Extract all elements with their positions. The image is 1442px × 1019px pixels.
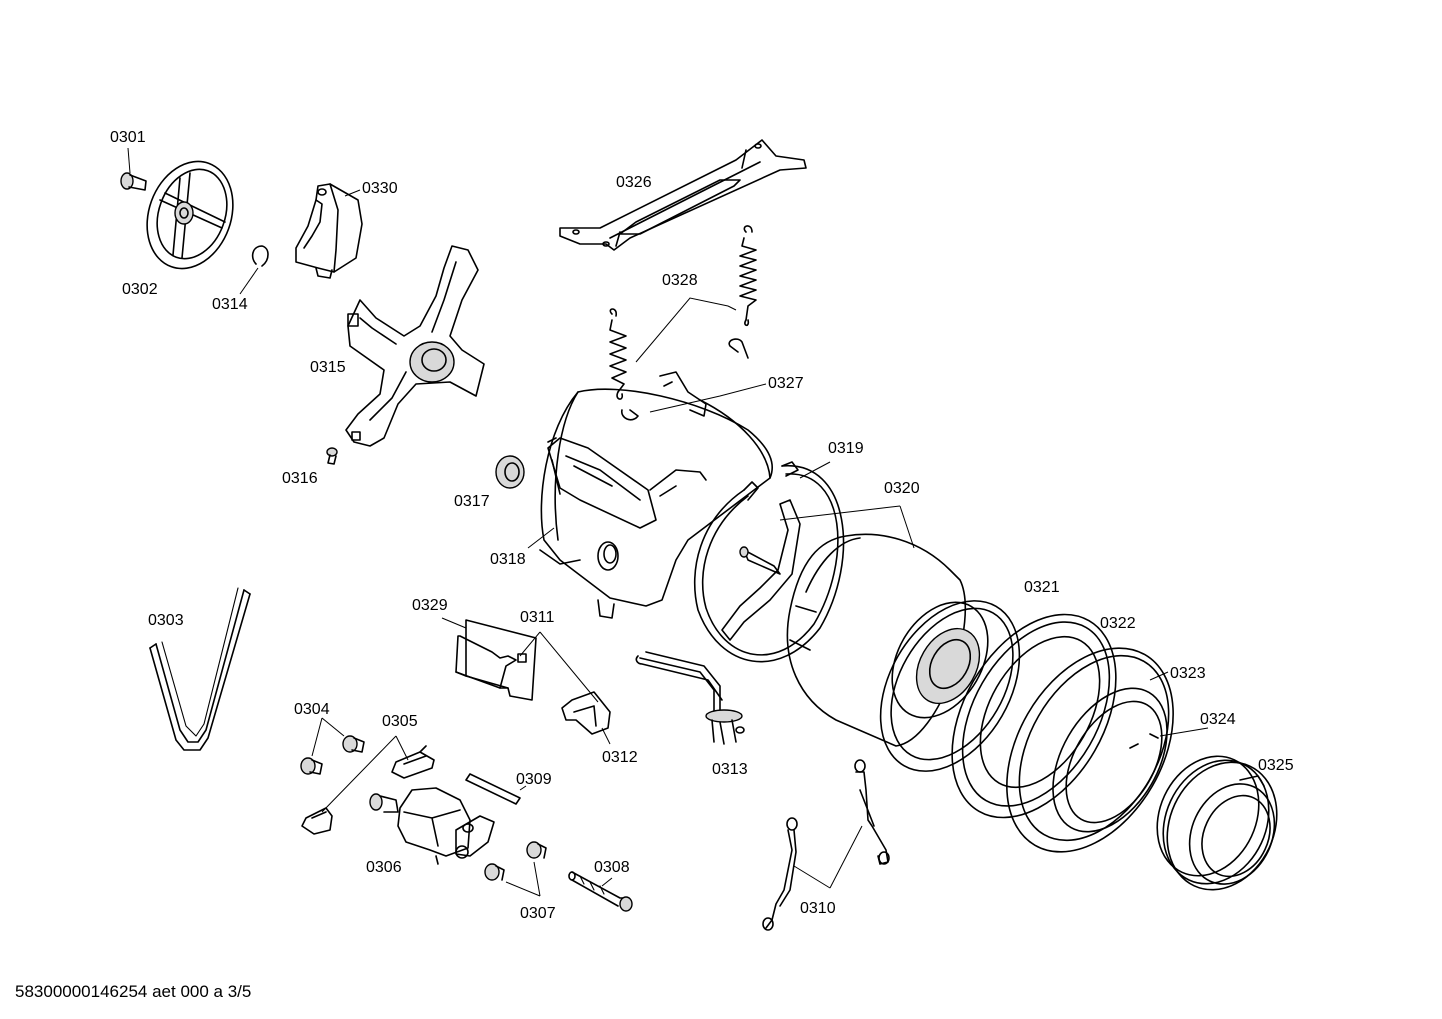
leader-0307 (505, 861, 541, 897)
leader-0324 (1159, 727, 1209, 737)
label-0323: 0323 (1170, 665, 1206, 682)
label-0320: 0320 (884, 480, 920, 497)
leader-0328 (635, 297, 737, 363)
part-0315-drum-spider (345, 245, 485, 447)
label-0312: 0312 (602, 749, 638, 766)
leader-0310 (793, 825, 863, 889)
label-0329: 0329 (412, 597, 448, 614)
part-0304-bumpers (300, 735, 365, 775)
label-0330: 0330 (362, 180, 398, 197)
part-0301-bolt (120, 172, 147, 191)
leader-0311 (519, 631, 599, 703)
leader-0301 (127, 147, 131, 174)
leader-0312 (601, 727, 611, 745)
part-0324-wire-clip (1129, 733, 1159, 749)
part-0327-clip-b (621, 409, 639, 421)
part-0321-seal-ring (879, 600, 1021, 772)
document-id-footer: 58300000146254 aet 000 a 3/5 (15, 982, 252, 1001)
label-0311: 0311 (520, 609, 555, 626)
label-0328: 0328 (662, 272, 698, 289)
label-0319: 0319 (828, 440, 864, 457)
leader-0308 (601, 877, 613, 887)
part-0330-bearing-cover (295, 183, 363, 279)
part-0316-screw (326, 447, 338, 465)
leader-0304 (311, 717, 345, 757)
part-0314-circlip (251, 245, 269, 267)
part-0325-bellows (1156, 755, 1278, 891)
label-0325: 0325 (1258, 757, 1294, 774)
label-0313: 0313 (712, 761, 748, 778)
label-0308: 0308 (594, 859, 630, 876)
part-0309-strip (465, 773, 521, 805)
leader-0305 (321, 735, 409, 813)
label-0315: 0315 (310, 359, 346, 376)
leader-0319 (799, 461, 831, 479)
leader-0314 (239, 267, 259, 295)
label-0301: 0301 (110, 129, 146, 146)
part-0307-nuts (484, 841, 547, 881)
label-0327: 0327 (768, 375, 804, 392)
label-0309: 0309 (516, 771, 552, 788)
label-0302: 0302 (122, 281, 158, 298)
part-0308-long-bolt (568, 871, 633, 912)
leader-0330 (344, 189, 361, 197)
label-0303: 0303 (148, 612, 184, 629)
label-0316: 0316 (282, 470, 318, 487)
label-0321: 0321 (1024, 579, 1060, 596)
label-0307: 0307 (520, 905, 556, 922)
label-0322: 0322 (1100, 615, 1136, 632)
label-0314: 0314 (212, 296, 248, 313)
part-0317-bearing (495, 455, 525, 489)
label-0310: 0310 (800, 900, 836, 917)
label-0304: 0304 (294, 701, 330, 718)
part-0312-holder (561, 691, 611, 735)
part-0313-heater (635, 651, 745, 745)
part-0323-door-seal (1006, 647, 1174, 853)
label-0317: 0317 (454, 493, 490, 510)
part-0302-pulley (146, 160, 234, 270)
leader-0318 (527, 527, 555, 549)
part-0310-shock-absorbers (762, 759, 890, 931)
part-0318-rear-tub (539, 371, 773, 619)
label-0305: 0305 (382, 713, 418, 730)
leader-0329 (441, 617, 467, 629)
part-0326-cross-brace (559, 139, 807, 251)
leader-0309 (519, 785, 527, 791)
part-0319-clamp-ring (693, 461, 845, 663)
part-0303-drive-belt (149, 587, 251, 751)
leader-0327 (649, 383, 767, 413)
part-0327-clip-a (728, 338, 749, 359)
leader-0320b (899, 505, 915, 549)
leader-0323 (1149, 671, 1169, 681)
part-0329-bracket (455, 619, 537, 701)
label-0306: 0306 (366, 859, 402, 876)
label-0318: 0318 (490, 551, 526, 568)
part-0320-inner-drum (721, 499, 967, 747)
label-0326: 0326 (616, 174, 652, 191)
part-0306-drain-pump (369, 787, 495, 865)
part-0328-springs (609, 225, 757, 400)
label-0324: 0324 (1200, 711, 1236, 728)
leader-0320 (779, 505, 901, 521)
